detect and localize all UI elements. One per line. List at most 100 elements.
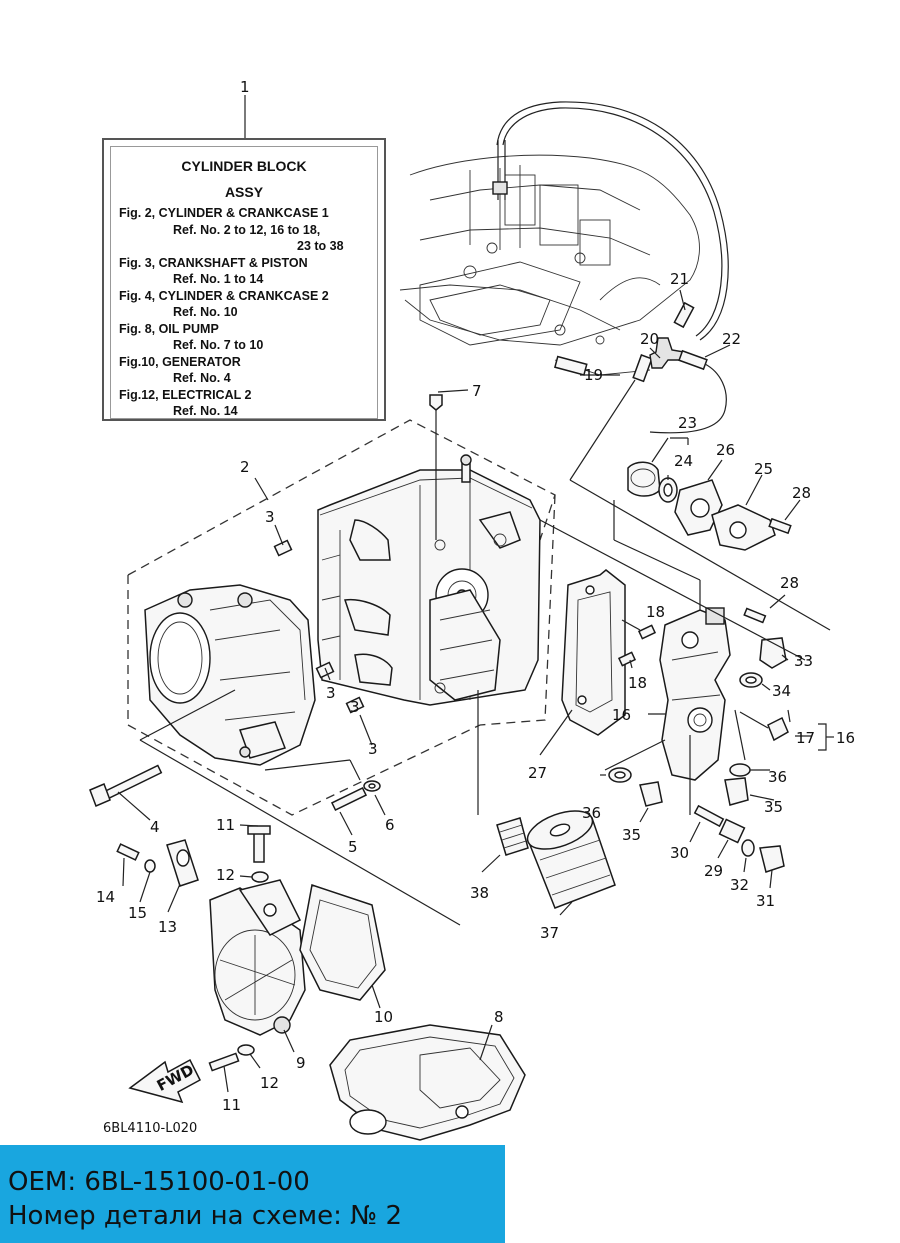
callout: 19: [584, 366, 603, 384]
crankcase: [144, 584, 316, 766]
oem-banner: OEM: 6BL-15100-01-00 Номер детали на схе…: [0, 1145, 505, 1243]
callout: 24: [674, 452, 693, 470]
callout: 31: [756, 892, 775, 910]
callout: 27: [528, 764, 547, 782]
callout: 13: [158, 918, 177, 936]
plug-35-left: [639, 781, 663, 807]
hose-joint-assy: [554, 301, 727, 434]
callout: 21: [670, 270, 689, 288]
callout: 26: [716, 441, 735, 459]
bolt-5: [330, 786, 368, 812]
breather-hose-edge: [502, 107, 723, 337]
legend-line: Fig. 3, CRANKSHAFT & PISTON: [119, 255, 308, 270]
legend-line: Ref. No. 2 to 12, 16 to 18,: [173, 222, 321, 237]
diagram-code: 6BL4110-L020: [103, 1121, 198, 1136]
legend-line: Ref. No. 14: [173, 404, 238, 418]
callout: 11: [222, 1096, 241, 1114]
callout: 16: [612, 706, 631, 724]
callout: 35: [622, 826, 641, 844]
callout: 12: [260, 1074, 279, 1092]
pin-18: [637, 624, 657, 640]
callout: 22: [722, 330, 741, 348]
callout: 6: [385, 816, 395, 834]
callout: 3: [350, 698, 360, 716]
callout: 33: [794, 652, 813, 670]
oil-pan-gasket: [329, 1024, 526, 1141]
dowel-pin: [273, 539, 293, 557]
callout: 5: [348, 838, 358, 856]
fwd-arrow-icon: [128, 1058, 201, 1104]
callout: 15: [128, 904, 147, 922]
legend-line: Fig. 4, CYLINDER & CRANKCASE 2: [119, 288, 329, 303]
callout-numbers: 1 2 3 3 3 3 4 5 6 7 8 9 10 11 11 12 12 1…: [96, 78, 855, 1114]
legend-line: Ref. No. 4: [173, 371, 231, 385]
bolt-14: [116, 843, 140, 861]
callout: 9: [296, 1054, 306, 1072]
callout: 32: [730, 876, 749, 894]
callout: 12: [216, 866, 235, 884]
callout: 3: [326, 684, 336, 702]
washer-15: [144, 859, 156, 873]
legend-subtitle: ASSY: [224, 184, 264, 200]
legend-line: Ref. No. 7 to 10: [173, 338, 264, 352]
washer-12-top: [251, 871, 269, 883]
oil-pump: [209, 879, 306, 1036]
legend-line: Fig.12, ELECTRICAL 2: [119, 387, 252, 402]
callout: 25: [754, 460, 773, 478]
breather-hose: [496, 101, 729, 341]
bolt-11-bottom: [208, 1052, 240, 1072]
callout: 28: [792, 484, 811, 502]
callout: 28: [780, 574, 799, 592]
assembly-legend-box: CYLINDER BLOCK ASSY Fig. 2, CYLINDER & C…: [102, 138, 386, 421]
plug-31: [759, 845, 785, 873]
callout: 18: [646, 603, 665, 621]
callout: 34: [772, 682, 791, 700]
legend-line: Fig.10, GENERATOR: [119, 354, 241, 369]
plug-33: [759, 637, 787, 669]
callout: 18: [628, 674, 647, 692]
union-17: [767, 716, 789, 742]
callout: 20: [640, 330, 659, 348]
legend-title: CYLINDER BLOCK: [181, 158, 307, 174]
bolt-30: [693, 804, 725, 828]
callout: 23: [678, 414, 697, 432]
legend-line: Ref. No. 1 to 14: [173, 272, 264, 286]
callout: 8: [494, 1008, 504, 1026]
callout: 4: [150, 818, 160, 836]
legend-line: Fig. 2, CYLINDER & CRANKCASE 1: [119, 206, 329, 220]
callout: 17: [796, 729, 815, 747]
legend-line: Fig. 8, OIL PUMP: [119, 321, 219, 336]
callout: 29: [704, 862, 723, 880]
plug-35-right: [724, 777, 749, 806]
callout: 10: [374, 1008, 393, 1026]
bolt-28: [743, 607, 767, 624]
callout: 2: [240, 458, 250, 476]
diagram-ref-number: Номер детали на схеме: № 2: [8, 1201, 403, 1231]
callout: 7: [472, 382, 482, 400]
callout: 36: [768, 768, 787, 786]
oem-number: OEM: 6BL-15100-01-00: [8, 1167, 310, 1197]
callout: 38: [470, 884, 489, 902]
callout: 1: [240, 78, 250, 96]
callout: 30: [670, 844, 689, 862]
callout: 37: [540, 924, 559, 942]
plug-7: [429, 394, 443, 411]
legend-line: Ref. No. 10: [173, 305, 238, 319]
callout: 35: [764, 798, 783, 816]
bolt-11-top: [253, 831, 265, 863]
cylinder-block: [317, 454, 541, 706]
oil-filter: [526, 810, 616, 909]
washer-12-bottom: [237, 1044, 255, 1056]
leader-lines: [117, 95, 834, 1093]
legend-line: 23 to 38: [297, 239, 344, 253]
ring-32: [741, 839, 755, 857]
oil-filter-bracket: [659, 607, 731, 781]
callout: 14: [96, 888, 115, 906]
callout: 11: [216, 816, 235, 834]
sleeve-29: [718, 818, 746, 844]
callout: 16: [836, 729, 855, 747]
callout: 36: [582, 804, 601, 822]
callout: 3: [265, 508, 275, 526]
callout: 3: [368, 740, 378, 758]
